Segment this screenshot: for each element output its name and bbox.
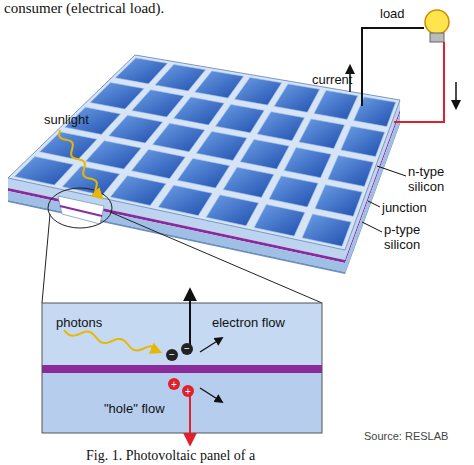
- solar-cell: [40, 132, 97, 160]
- solar-cell: [223, 167, 274, 197]
- current-label: current: [312, 72, 352, 87]
- solar-cell: [235, 77, 282, 105]
- solar-cell: [132, 90, 184, 117]
- solar-cell: [195, 71, 244, 98]
- electron-arrow: [200, 338, 222, 352]
- leader-line: [362, 222, 382, 232]
- sunlight-label: sunlight: [44, 112, 89, 127]
- solar-cell: [110, 176, 165, 206]
- body-text: consumer (electrical load).: [4, 0, 164, 17]
- solar-cell: [153, 123, 205, 151]
- load-node: load: [380, 6, 420, 24]
- solar-cell: [299, 119, 345, 149]
- solar-cell: [315, 185, 362, 217]
- junction-label: junction: [382, 200, 427, 215]
- solar-cell: [341, 126, 385, 156]
- load-label: load: [380, 6, 405, 21]
- layer-label: p-type silicon: [384, 222, 434, 252]
- magnifier-line: [42, 214, 50, 303]
- leader-line: [368, 201, 380, 207]
- inset-box: photons electron flow "hole" flow: [42, 303, 322, 433]
- junction-band: [60, 206, 102, 216]
- inset-cross-section: − − + +: [42, 290, 322, 444]
- panel-top-face: [8, 55, 400, 250]
- inset-border: [42, 303, 322, 433]
- current-arrow: [455, 82, 457, 108]
- solar-cell: [155, 64, 205, 91]
- solar-cell: [132, 150, 186, 179]
- electron: [166, 349, 178, 361]
- solar-cell: [158, 185, 212, 215]
- junction-band: [42, 365, 322, 373]
- flow-label: "hole" flow: [104, 401, 165, 416]
- magnifier-circle: [48, 188, 112, 228]
- solar-cell: [90, 83, 144, 110]
- solar-cell: [216, 104, 265, 132]
- solar-cell: [302, 214, 351, 246]
- solar-cell: [274, 84, 319, 112]
- solar-cell: [254, 205, 305, 237]
- leader-line: [377, 166, 406, 176]
- light-bulb: [425, 10, 449, 42]
- magnifier: [42, 188, 322, 303]
- solar-cell: [177, 158, 229, 188]
- minus-sign: −: [169, 349, 175, 360]
- solar-cell: [328, 156, 374, 187]
- magnifier-line: [110, 212, 322, 303]
- solar-cell: [196, 131, 247, 160]
- sunlight-ray: [59, 130, 102, 198]
- solar-cell: [240, 139, 289, 169]
- plus-sign: +: [171, 379, 177, 390]
- bulb-glass: [425, 10, 449, 34]
- solar-cell: [174, 97, 224, 125]
- solar-cell: [86, 141, 142, 169]
- plus-sign: +: [185, 386, 191, 397]
- electron: [181, 343, 193, 355]
- p-layer: [42, 373, 322, 433]
- solar-cell: [15, 157, 74, 185]
- solar-cell: [354, 97, 396, 127]
- source-note: Source: RESLAB: [364, 430, 448, 443]
- minus-sign: −: [184, 343, 190, 354]
- solar-cell: [109, 115, 163, 143]
- n-layer: [42, 303, 322, 365]
- solar-cell: [269, 176, 318, 207]
- black-wire: [362, 28, 424, 106]
- bulb-base: [430, 33, 444, 42]
- panel-notch: [58, 196, 104, 224]
- hole: [168, 378, 180, 390]
- flow-label: electron flow: [212, 315, 285, 330]
- solar-cell: [314, 90, 358, 119]
- red-wire: [394, 42, 444, 122]
- solar-cell: [284, 148, 331, 178]
- photon-ray: [64, 330, 160, 352]
- solar-panel: [8, 55, 400, 274]
- solar-cell: [62, 166, 119, 195]
- layer-label: n-type silicon: [408, 164, 458, 194]
- photons-label: photons: [56, 315, 102, 330]
- hole-arrow: [200, 388, 222, 402]
- solar-cell: [257, 112, 304, 141]
- solar-cell: [206, 195, 258, 226]
- circuit-wires: [350, 28, 456, 122]
- figure-caption: Fig. 1. Photovoltaic panel of a: [86, 448, 255, 464]
- hole: [182, 385, 194, 397]
